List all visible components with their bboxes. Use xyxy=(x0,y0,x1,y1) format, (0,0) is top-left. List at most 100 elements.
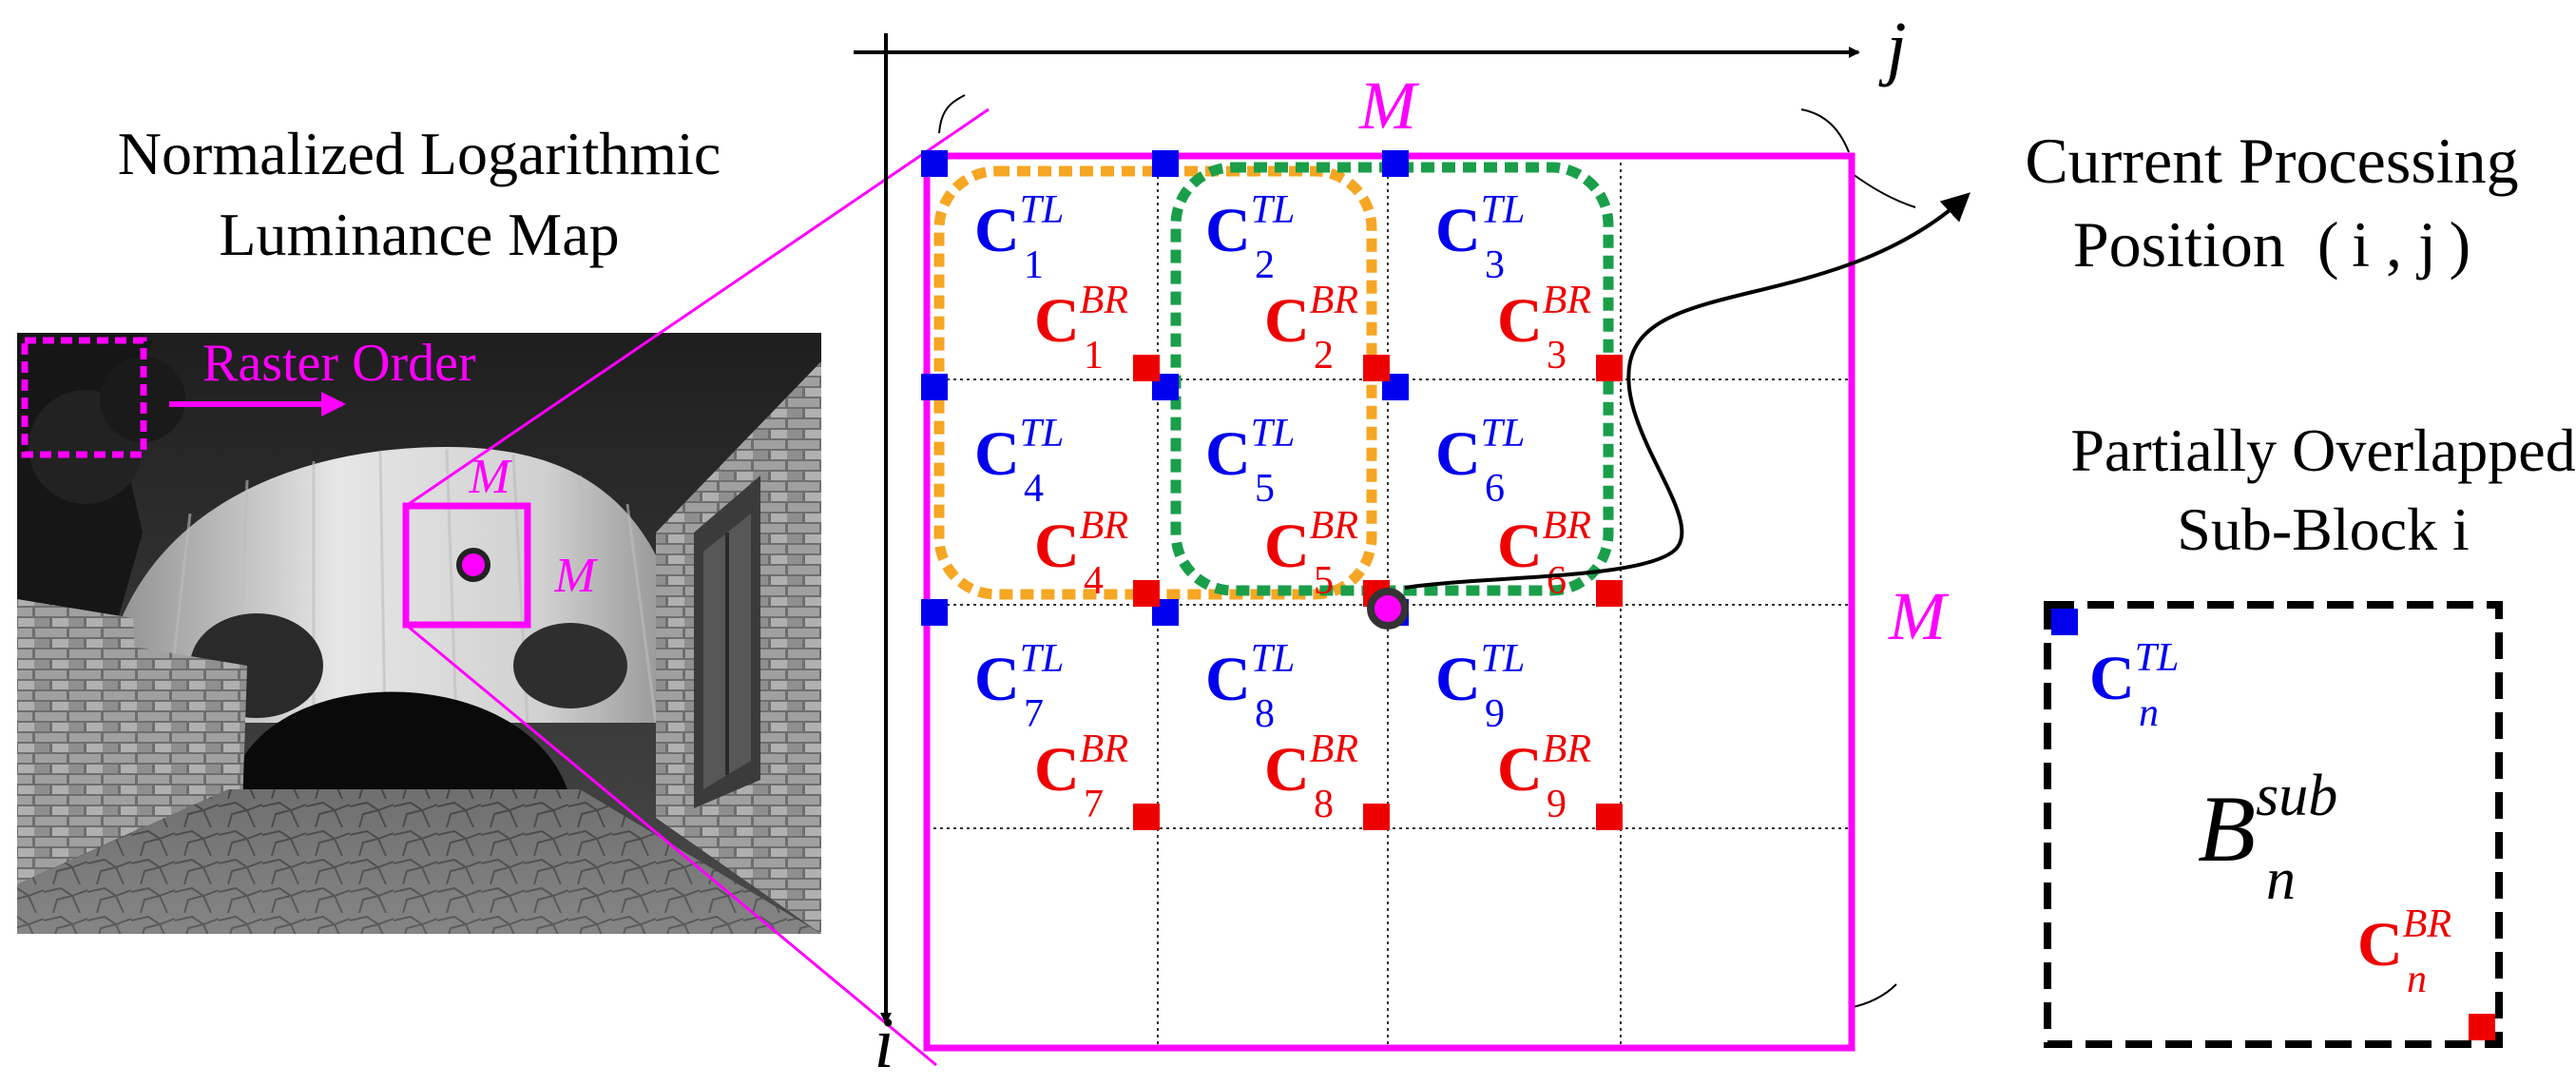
tl-label-3-base: C xyxy=(1435,196,1481,265)
tl-label-3-sup: TL xyxy=(1481,188,1526,232)
current-position-label-2: Position ( i , j ) xyxy=(2073,208,2470,281)
current-block-on-photo xyxy=(402,502,531,629)
raster-order-label: Raster Order xyxy=(202,334,476,393)
tl-marker-2 xyxy=(1152,150,1179,177)
tl-label-7-sup: TL xyxy=(1020,637,1065,681)
tl-label-8-index: 8 xyxy=(1255,692,1275,736)
br-label-3-base: C xyxy=(1497,286,1543,356)
subblock-box xyxy=(2044,601,2503,1048)
tl-label-4-base: C xyxy=(974,419,1020,489)
subblock-tl-sup: TL xyxy=(2135,636,2180,680)
tl-label-2-base: C xyxy=(1205,196,1251,265)
title-line-2: Luminance Map xyxy=(219,201,619,268)
br-label-2: CBR 2 xyxy=(1264,279,1358,378)
br-label-5-base: C xyxy=(1264,512,1310,581)
br-label-2-sup: BR xyxy=(1310,279,1358,322)
photo-position-dot xyxy=(456,548,490,582)
br-label-7-base: C xyxy=(1034,735,1080,805)
br-label-3-index: 3 xyxy=(1547,334,1567,378)
br-label-9: CBR 9 xyxy=(1497,727,1591,826)
tl-label-2-index: 2 xyxy=(1255,243,1275,287)
br-label-9-base: C xyxy=(1497,735,1543,805)
subblock-b-sub: n xyxy=(2266,847,2296,912)
br-label-1-index: 1 xyxy=(1084,334,1104,378)
subblock-title-2: Sub-Block i xyxy=(2177,495,2470,563)
tl-label-6-base: C xyxy=(1435,419,1481,489)
tl-marker-4 xyxy=(921,374,948,400)
br-label-8-base: C xyxy=(1264,735,1310,805)
zoom-line-bottom xyxy=(405,623,937,1067)
tl-marker-7 xyxy=(921,599,948,626)
br-label-4: CBR 4 xyxy=(1034,504,1128,603)
tl-label-2: CTL 2 xyxy=(1205,188,1295,287)
br-label-7-index: 7 xyxy=(1084,783,1104,826)
br-marker-4 xyxy=(1133,580,1160,607)
current-position-dot xyxy=(1367,588,1409,630)
br-label-2-base: C xyxy=(1264,286,1310,356)
current-position-arrow xyxy=(1404,192,1970,590)
br-marker-7 xyxy=(1133,804,1160,830)
tl-label-1-sup: TL xyxy=(1020,188,1065,232)
br-label-7-sup: BR xyxy=(1080,727,1128,771)
tl-label-4-index: 4 xyxy=(1024,467,1044,511)
tl-label-9-base: C xyxy=(1435,645,1481,714)
br-label-9-index: 9 xyxy=(1547,783,1567,826)
subblock-tl-marker xyxy=(2051,609,2078,635)
br-label-8: CBR 8 xyxy=(1264,727,1358,826)
br-label-4-base: C xyxy=(1034,512,1080,581)
tl-label-9-sup: TL xyxy=(1481,637,1526,681)
tl-label-6-index: 6 xyxy=(1485,467,1505,511)
br-label-1: CBR 1 xyxy=(1034,279,1128,378)
subblock-br-marker xyxy=(2469,1014,2495,1040)
bracket-top-right xyxy=(1800,108,1850,153)
br-label-8-sup: BR xyxy=(1310,727,1358,771)
br-label-8-index: 8 xyxy=(1314,783,1334,826)
axis-i-label: i xyxy=(874,1003,894,1083)
br-label-7: CBR 7 xyxy=(1034,727,1128,826)
br-label-1-sup: BR xyxy=(1080,279,1128,322)
subblock-b-sup: sub xyxy=(2256,764,2337,828)
tl-label-1-index: 1 xyxy=(1024,243,1044,287)
br-label-4-index: 4 xyxy=(1084,559,1104,603)
tl-label-2-sup: TL xyxy=(1251,188,1296,232)
photo-block-size-right: M xyxy=(553,549,598,603)
subblock-br-sup: BR xyxy=(2403,902,2451,946)
tl-label-6: CTL 6 xyxy=(1435,412,1525,511)
bracket-right-mid xyxy=(1848,170,1916,208)
br-marker-8 xyxy=(1363,804,1390,830)
br-label-1-base: C xyxy=(1034,286,1080,356)
br-label-2-index: 2 xyxy=(1314,334,1334,378)
tl-label-5-base: C xyxy=(1205,419,1251,489)
br-label-4-sup: BR xyxy=(1080,504,1128,548)
tl-marker-1 xyxy=(921,150,948,177)
luminance-map-photo xyxy=(17,333,821,934)
br-marker-9 xyxy=(1596,804,1623,830)
br-marker-3 xyxy=(1596,355,1623,381)
tl-label-7-index: 7 xyxy=(1024,692,1044,736)
current-position-label-1: Current Processing xyxy=(2025,125,2518,197)
subblock-b-base: B xyxy=(2198,776,2256,882)
tl-label-6-sup: TL xyxy=(1481,412,1526,456)
br-marker-6 xyxy=(1596,580,1623,607)
br-label-5-sup: BR xyxy=(1310,504,1358,548)
br-marker-2 xyxy=(1363,355,1390,381)
tl-marker-3 xyxy=(1382,150,1409,177)
tl-label-5-sup: TL xyxy=(1251,412,1296,456)
grid-size-top: M xyxy=(1358,68,1420,144)
br-label-9-sup: BR xyxy=(1543,727,1591,771)
bracket-top-left xyxy=(938,94,966,134)
br-marker-1 xyxy=(1133,355,1160,381)
